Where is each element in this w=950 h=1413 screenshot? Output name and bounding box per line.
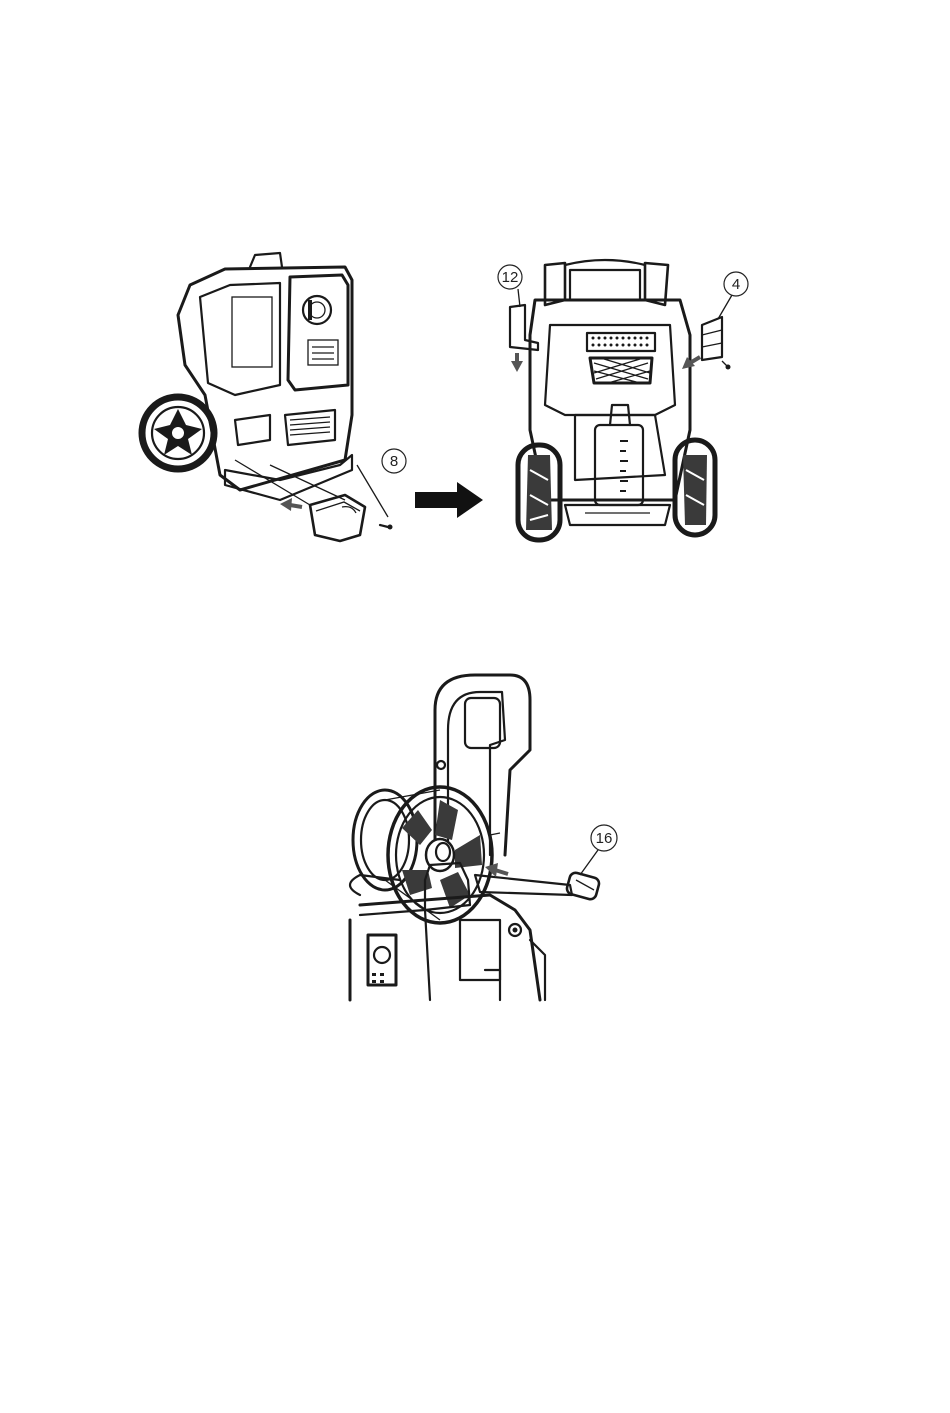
callout-4: 4 — [724, 272, 748, 296]
water-tank-drawing — [595, 405, 643, 505]
leader-line — [357, 465, 388, 517]
callout-12: 12 — [498, 265, 522, 289]
handle-posts-drawing — [545, 260, 668, 305]
base-cover-part-drawing — [310, 495, 365, 541]
figure-base-cover: 8 — [130, 255, 420, 555]
callout-16: 16 — [591, 825, 617, 851]
figure-hose-reel-handle: 16 — [340, 670, 630, 1000]
screw-drawing — [380, 525, 393, 530]
figure-rear-brackets: 12 4 — [490, 255, 760, 550]
left-wheel-drawing — [518, 445, 560, 540]
callout-label: 8 — [390, 453, 398, 470]
callout-label: 4 — [732, 276, 740, 293]
hose-reel-drawing: 16 — [340, 670, 630, 1000]
small-arrow-icon — [280, 498, 302, 511]
right-arrow-icon — [415, 482, 485, 518]
right-wheel-drawing — [675, 440, 715, 535]
screw-drawing — [722, 361, 731, 370]
body-drawing — [530, 300, 690, 525]
callout-label: 16 — [596, 830, 613, 847]
small-arrow-icon — [511, 353, 523, 372]
callout-label: 12 — [502, 269, 519, 286]
wheel-drawing — [142, 397, 214, 469]
pressure-washer-rear-drawing: 12 4 — [490, 255, 760, 550]
body-drawing — [178, 253, 352, 505]
bracket-4-drawing — [702, 317, 722, 360]
callout-8: 8 — [382, 449, 406, 473]
pressure-washer-side-drawing: 8 — [130, 255, 420, 555]
